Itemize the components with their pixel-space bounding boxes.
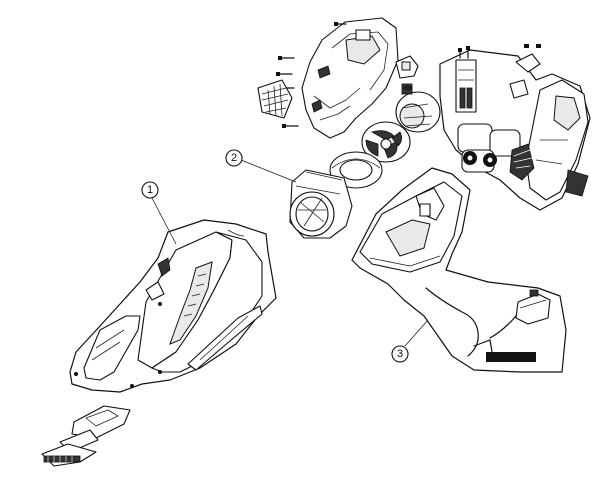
callout-2-label: 2 bbox=[231, 152, 237, 164]
grille-icon bbox=[257, 79, 293, 119]
fan-impeller-icon bbox=[361, 121, 411, 163]
spring-icon bbox=[403, 85, 413, 91]
motor-housing-assembly bbox=[257, 17, 441, 163]
brush-attachment-icon bbox=[41, 405, 131, 467]
battery-handle-assembly bbox=[439, 44, 591, 211]
label-plate bbox=[486, 352, 536, 362]
motor-icon bbox=[395, 83, 441, 133]
filter-bowl-assembly bbox=[289, 151, 383, 239]
charging-base-assembly bbox=[351, 167, 567, 373]
callout-1: 1 bbox=[141, 181, 177, 245]
callout-2: 2 bbox=[225, 149, 297, 183]
callout-1-label: 1 bbox=[147, 184, 153, 196]
callout-3: 3 bbox=[391, 319, 429, 363]
nozzle-bowl-assembly bbox=[69, 219, 277, 393]
callout-3-label: 3 bbox=[397, 348, 403, 360]
power-adapter-icon bbox=[489, 289, 551, 339]
